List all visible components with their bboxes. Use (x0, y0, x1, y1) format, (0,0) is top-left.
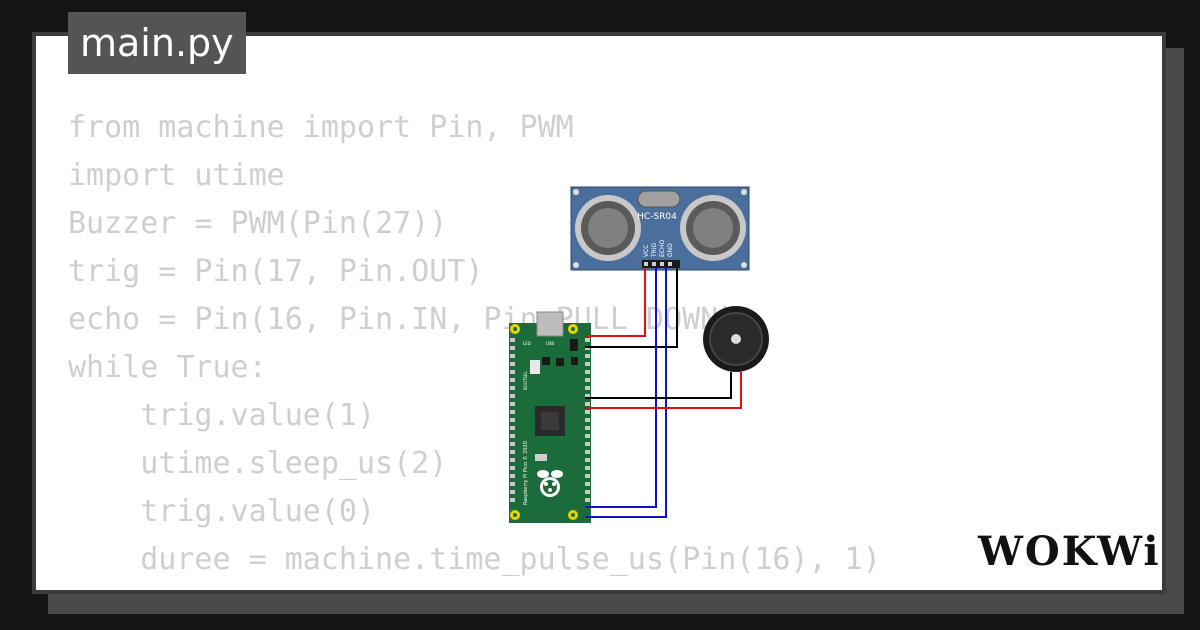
code-line: Buzzer = PWM(Pin(27)) (68, 206, 448, 241)
wires (585, 268, 742, 518)
board-name-label: Raspberry Pi Pico © 2020 (522, 441, 529, 505)
code-card: from machine import Pin, PWM import utime… (32, 32, 1166, 594)
wire-buzzer-signal (585, 372, 742, 409)
wokwi-logo: WOKWi (978, 528, 1161, 575)
pin-label-gnd: GND (667, 243, 674, 257)
usb-label: USB (546, 341, 554, 346)
wire-buzzer-gnd (585, 372, 732, 399)
code-line: trig = Pin(17, Pin.OUT) (68, 254, 484, 289)
bootsel-label: BOOTSEL (523, 371, 528, 390)
code-line: import utime (68, 158, 285, 193)
pin-label-echo: ECHO (659, 240, 666, 257)
transducer-left (575, 195, 641, 261)
buzzer[interactable] (703, 306, 769, 372)
wire-echo (585, 268, 667, 518)
wire-trig (585, 268, 657, 508)
sensor-label: HC-SR04 (637, 212, 677, 222)
code-line: duree = machine.time_pulse_us(Pin(16), 1… (68, 542, 881, 577)
code-line: utime.sleep_us(2) (68, 446, 448, 481)
wire-gnd (585, 268, 678, 348)
led-label: LED (523, 341, 531, 346)
pico-board[interactable]: USB LED (509, 311, 591, 523)
pico-pin-row-left (510, 338, 515, 502)
code-line: trig.value(0) (68, 494, 376, 529)
transducer-right (680, 195, 746, 261)
wire-vcc (585, 268, 646, 337)
filename-tab[interactable]: main.py (68, 12, 246, 74)
pin-label-vcc: VCC (643, 245, 650, 257)
code-line: while True: (68, 350, 267, 385)
code-preview: from machine import Pin, PWM import utime… (68, 104, 881, 590)
pico-pin-row-right (585, 338, 590, 502)
ultrasonic-sensor[interactable]: HC-SR04 VCC TRIG ECHO GND (570, 186, 750, 271)
raspberry-logo-icon (537, 470, 563, 497)
code-line: from machine import Pin, PWM (68, 110, 574, 145)
code-line: trig.value(1) (68, 398, 376, 433)
pin-label-trig: TRIG (651, 242, 658, 258)
